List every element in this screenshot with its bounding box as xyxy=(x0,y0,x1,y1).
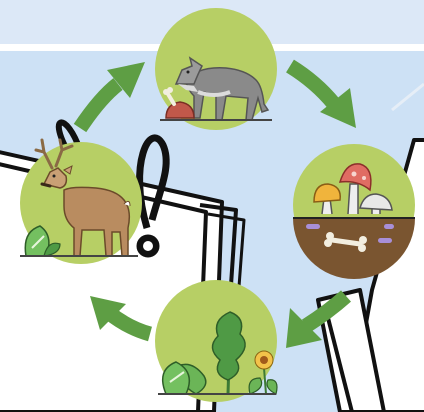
plant-node xyxy=(155,280,277,402)
wolf-node xyxy=(155,8,277,130)
mushroom-node xyxy=(293,144,415,279)
